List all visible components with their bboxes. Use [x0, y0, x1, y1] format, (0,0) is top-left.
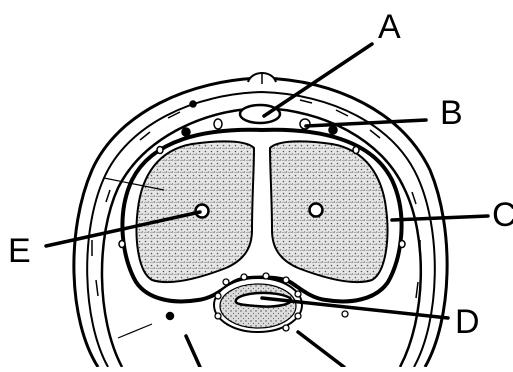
label-e: E — [8, 234, 31, 268]
label-a: A — [378, 10, 401, 44]
label-b: B — [440, 96, 463, 130]
central-artery-right — [310, 204, 323, 217]
label-d: D — [455, 305, 480, 339]
label-c: C — [492, 198, 513, 232]
